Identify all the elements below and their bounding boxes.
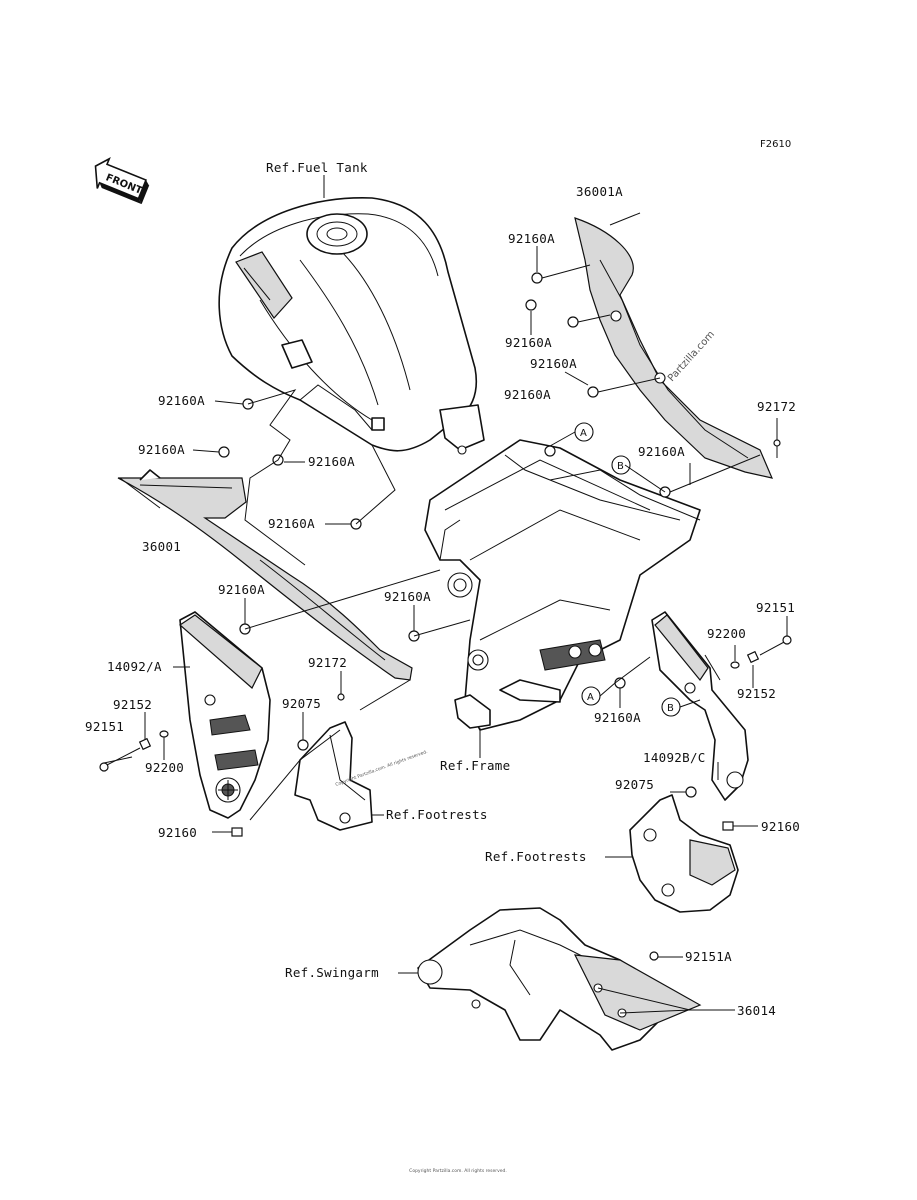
label-92160A-12: 92160A [594, 710, 641, 725]
grommet-92075-right [685, 786, 697, 798]
label-92200-left: 92200 [145, 760, 184, 775]
label-92160A-10: 92160A [218, 582, 265, 597]
frame-cover-14092A [179, 611, 271, 819]
ref-fuel-tank: Ref.Fuel Tank [266, 160, 368, 175]
label-92152-right: 92152 [737, 686, 776, 701]
label-92152-left: 92152 [113, 697, 152, 712]
marker-a-top: A [574, 422, 594, 442]
label-92160A-5: 92160A [638, 444, 685, 459]
label-14092BC: 14092B/C [643, 750, 706, 765]
bolt-92172-left [337, 685, 345, 701]
side-cover-36001 [117, 469, 413, 681]
label-36014: 36014 [737, 1003, 776, 1018]
front-arrow-icon: FRONT [94, 156, 150, 205]
label-92160A-1: 92160A [508, 231, 555, 246]
ref-footrests-left: Ref.Footrests [386, 807, 488, 822]
label-92200-right: 92200 [707, 626, 746, 641]
fuel-tank [218, 175, 485, 455]
damper-92160-left [231, 827, 243, 837]
watermark: Partzilla.com [666, 329, 717, 384]
svg-text:A: A [587, 692, 594, 703]
label-92160A-4: 92160A [504, 387, 551, 402]
damper-92160-right [722, 821, 734, 831]
collar-92152-right [746, 650, 760, 664]
label-92172-right: 92172 [757, 399, 796, 414]
label-92075-left: 92075 [282, 696, 321, 711]
nut-92160A-4 [587, 386, 599, 398]
marker-b-bottom: B [661, 697, 681, 717]
label-92160-left: 92160 [158, 825, 197, 840]
figure-code: F2610 [760, 139, 791, 150]
nut-92160A-6 [218, 446, 230, 458]
copyright-line: Copyright Partzilla.com. All rights rese… [409, 1168, 507, 1174]
ref-frame: Ref.Frame [440, 758, 510, 773]
label-92160A-11: 92160A [384, 589, 431, 604]
label-92160A-2: 92160A [505, 335, 552, 350]
footrest-right [605, 794, 739, 913]
label-14092A: 14092/A [107, 659, 162, 674]
nut-92160A-2 [525, 299, 537, 311]
bolt-92151A [649, 951, 659, 961]
hardware: A B A B [99, 272, 792, 961]
grommet-92200-left [159, 730, 169, 738]
grommet-92200-right [730, 661, 740, 669]
label-92172-left: 92172 [308, 655, 347, 670]
ref-footrests-right: Ref.Footrests [485, 849, 587, 864]
collar-92152-left [138, 737, 152, 751]
ref-swingarm: Ref.Swingarm [285, 965, 379, 980]
svg-text:B: B [617, 461, 624, 472]
svg-text:B: B [667, 703, 674, 714]
marker-a-bottom: A [581, 686, 601, 706]
swingarm [398, 907, 702, 1051]
label-92151A: 92151A [685, 949, 732, 964]
label-92075-right: 92075 [615, 777, 654, 792]
label-92160A-9: 92160A [268, 516, 315, 531]
side-cover-36001A [574, 217, 774, 479]
label-92160-right: 92160 [761, 819, 800, 834]
label-92160A-3: 92160A [530, 356, 577, 371]
label-92151-left: 92151 [85, 719, 124, 734]
label-92151-right: 92151 [756, 600, 795, 615]
bolt-92151-right [759, 635, 792, 656]
label-36001: 36001 [142, 539, 181, 554]
svg-text:A: A [580, 428, 587, 439]
marker-b-top: B [611, 455, 631, 475]
nut-92160A-1 [531, 272, 543, 284]
nut-92160A-13 [544, 445, 556, 457]
label-36001A: 36001A [576, 184, 623, 199]
grommet-92075-left [297, 739, 309, 751]
label-92160A-8: 92160A [308, 454, 355, 469]
nut-92160A-3 [567, 316, 579, 328]
label-92160A-6: 92160A [158, 393, 205, 408]
frame [424, 439, 701, 758]
frame-cover-14092BC [651, 611, 749, 801]
label-92160A-7: 92160A [138, 442, 185, 457]
bolt-92172-right [773, 439, 781, 458]
leader-lines [103, 212, 788, 1014]
